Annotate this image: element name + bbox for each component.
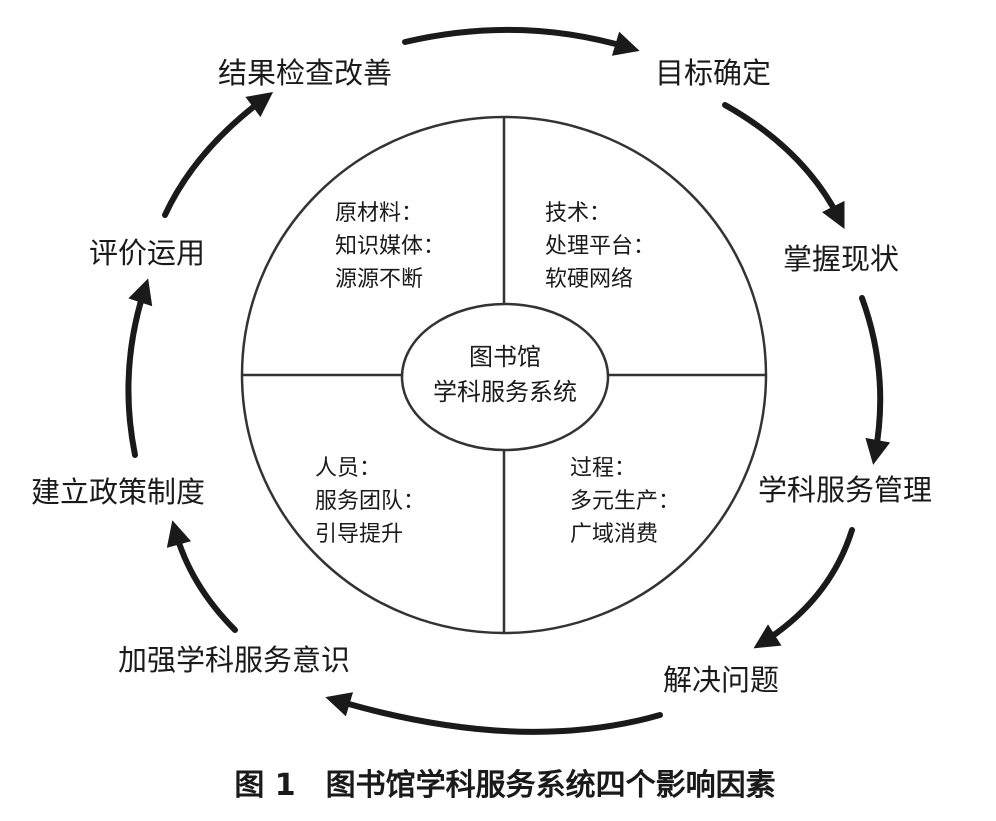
- core-circle: [400, 302, 610, 452]
- step-label-solve: 解决问题: [663, 663, 779, 697]
- arrow-5: [325, 692, 663, 735]
- quad-tr-line2: 处理平台：: [545, 234, 655, 259]
- center-line1: 图书馆: [469, 343, 541, 371]
- step-label-goal: 目标确定: [655, 56, 771, 90]
- quad-tr-line3: 软硬网络: [545, 267, 633, 292]
- arrow-1: [402, 26, 640, 56]
- step-label-management: 学科服务管理: [758, 473, 932, 507]
- quad-bl-line1: 人员：: [315, 456, 381, 481]
- arrow-2: [722, 102, 845, 230]
- arrow-6: [166, 520, 238, 633]
- arrow-4: [753, 527, 855, 649]
- arrow-8: [162, 91, 274, 218]
- quad-br-line1: 过程：: [570, 456, 636, 481]
- step-label-evaluate: 评价运用: [89, 236, 205, 270]
- step-label-awareness: 加强学科服务意识: [118, 643, 350, 677]
- quad-tl-line2: 知识媒体：: [335, 234, 445, 259]
- quad-tl-line1: 原材料：: [335, 201, 423, 226]
- quad-br-line3: 广域消费: [570, 522, 658, 547]
- arrow-7: [125, 278, 153, 458]
- quad-bl-line3: 引导提升: [315, 522, 403, 547]
- arrow-3: [859, 295, 891, 465]
- step-label-result-check: 结果检查改善: [218, 56, 392, 90]
- quad-tr-line1: 技术：: [545, 201, 611, 226]
- figure-caption: 图 1 图书馆学科服务系统四个影响因素: [234, 768, 775, 803]
- step-label-policy: 建立政策制度: [31, 475, 205, 509]
- quad-bl-line2: 服务团队：: [315, 489, 425, 514]
- center-line2: 学科服务系统: [433, 378, 577, 406]
- quad-br-line2: 多元生产：: [570, 489, 680, 514]
- step-label-status: 掌握现状: [783, 242, 899, 276]
- quad-tl-line3: 源源不断: [335, 267, 423, 292]
